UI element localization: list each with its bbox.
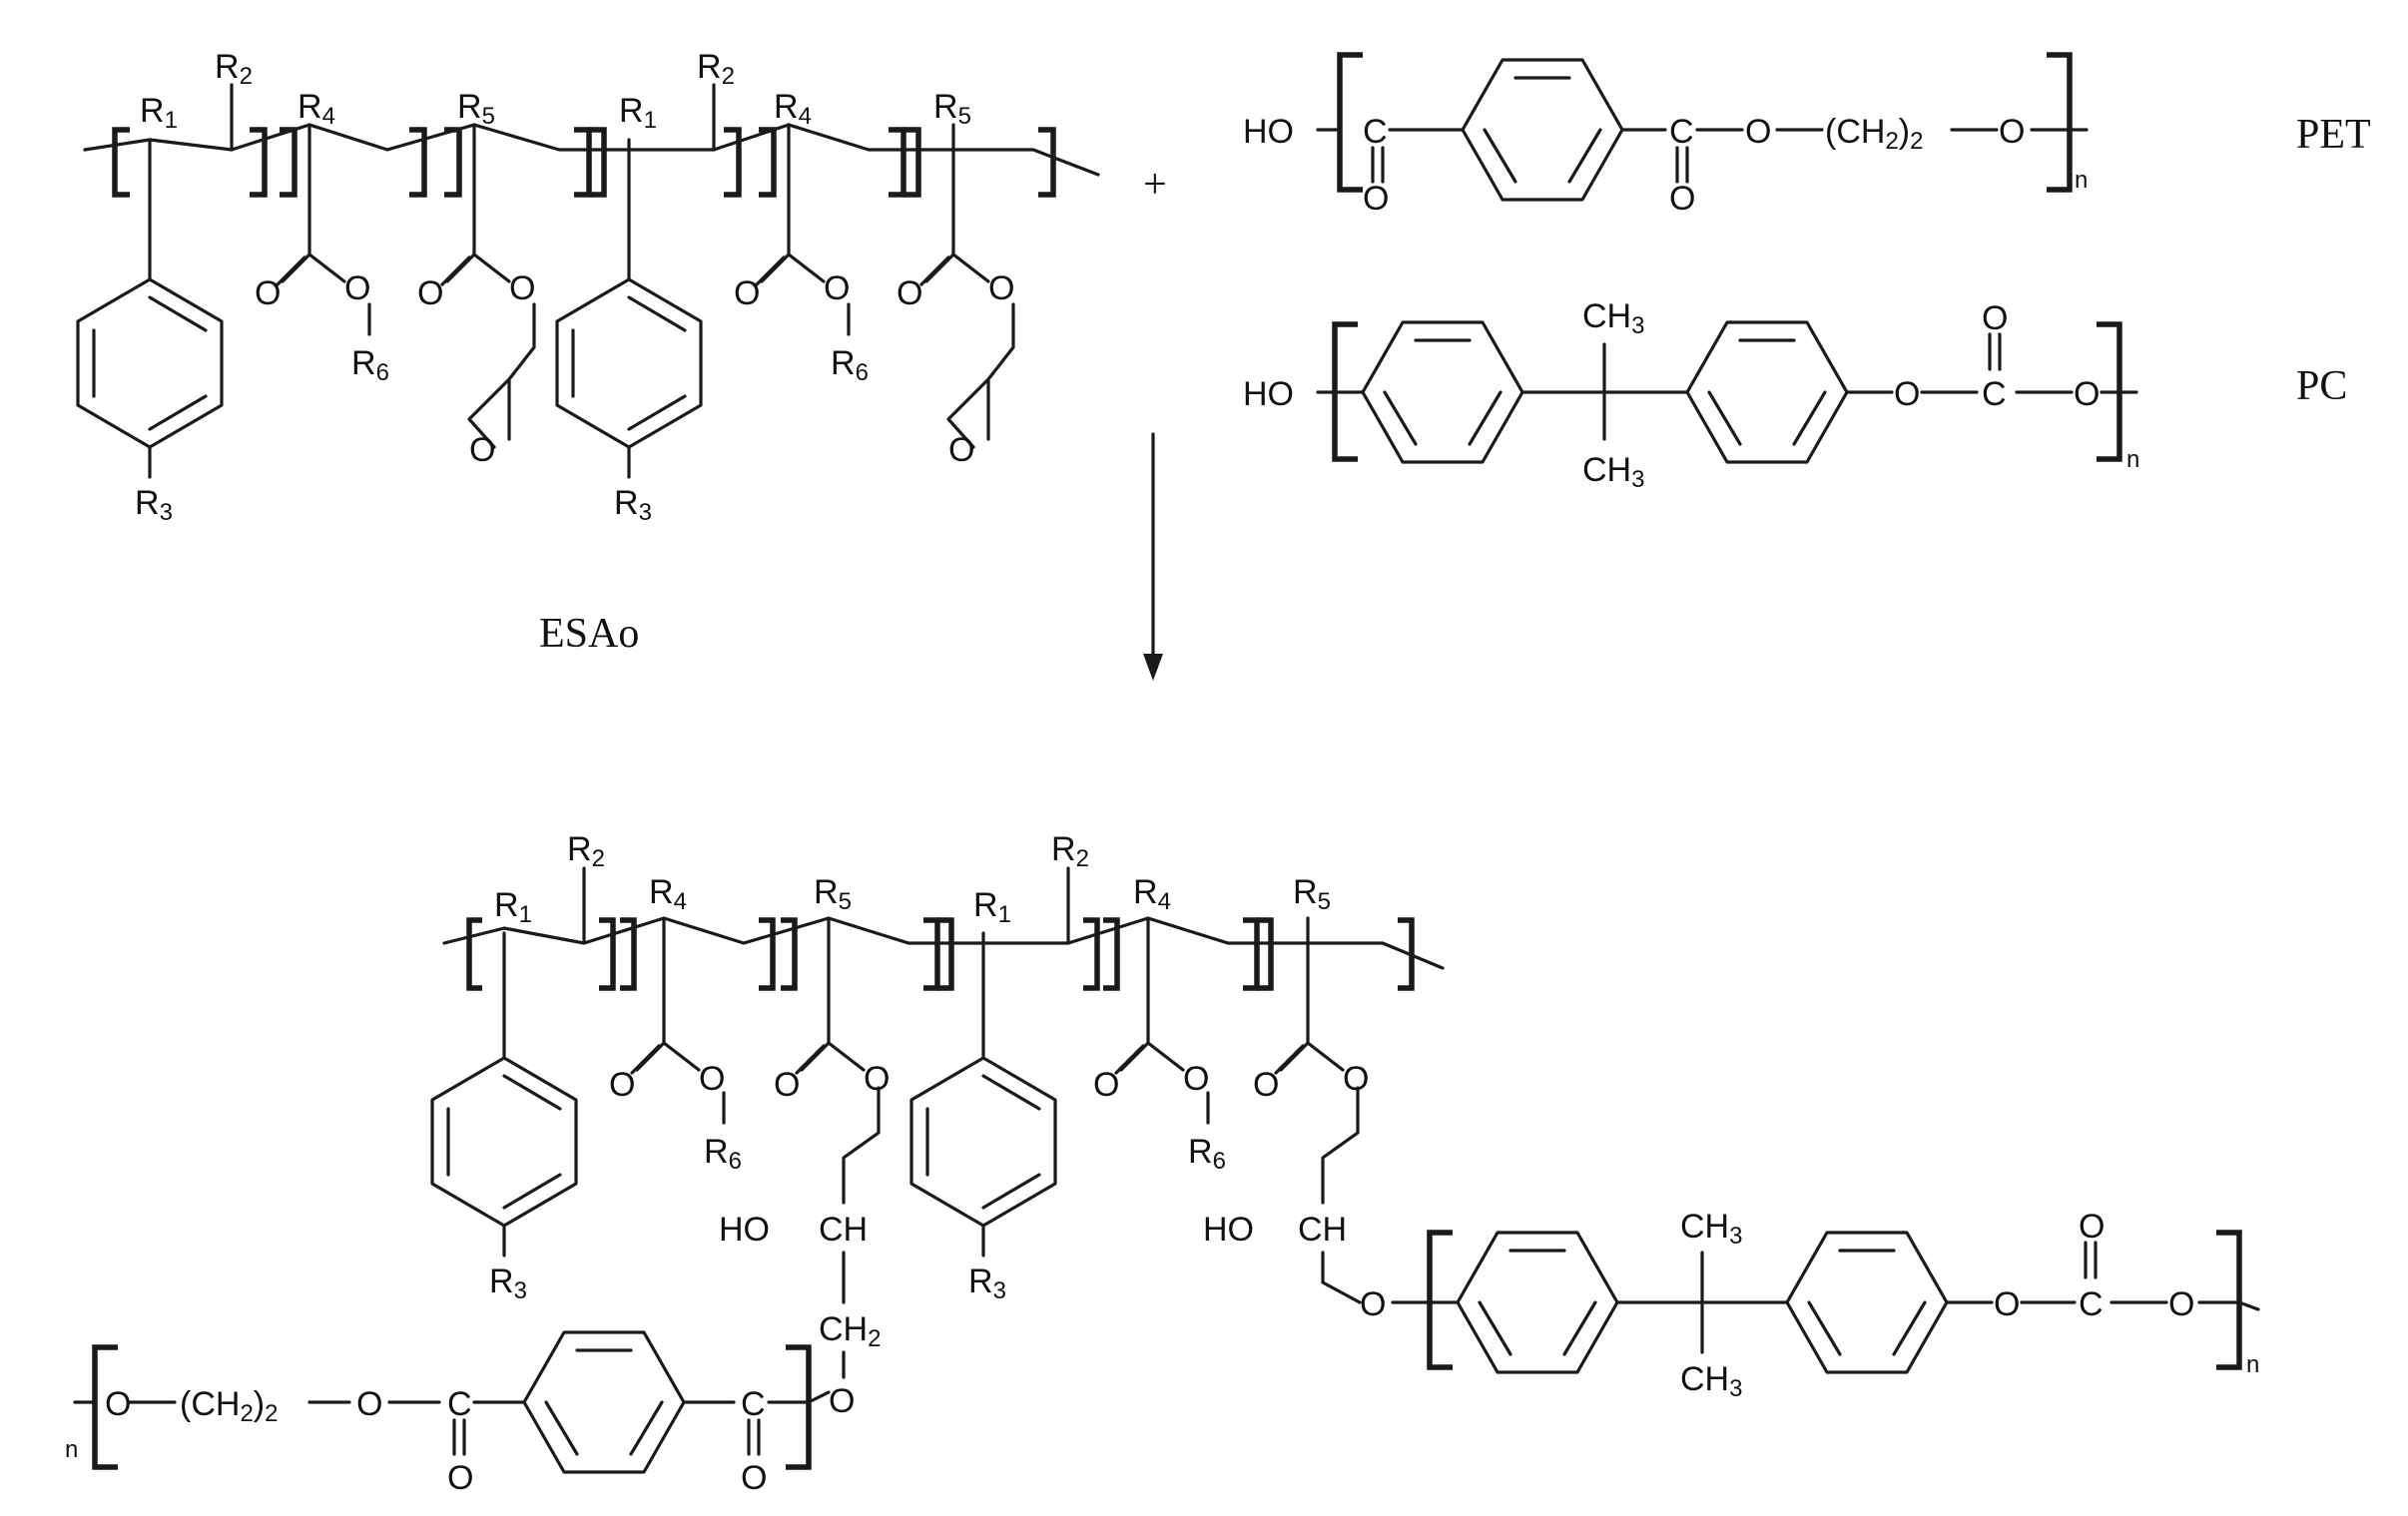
r6-label: R6 (831, 344, 869, 386)
ester-o-label: O (1343, 1060, 1369, 1098)
hydroxyl-label: HO (719, 1211, 770, 1249)
grafted-pc-carbonate-c-label: C (2079, 1285, 2104, 1323)
grafted-pet-ethylene-label: (CH2)2 (180, 1385, 278, 1427)
product-atoms: R1 R2 R4 R5 R1 R2 R4 R5 R3 R3 O O R6 O O… (489, 830, 1386, 1420)
ester-o-label: O (824, 269, 850, 307)
grafted-pet-carbonyl-c-label: C (447, 1385, 472, 1423)
r2-label: R2 (215, 48, 253, 90)
grafted-pet-carbonyl-c-label: C (741, 1385, 766, 1423)
carbonyl-o-label: O (1253, 1066, 1279, 1104)
grafted-pc-chain (1391, 1230, 2260, 1374)
pet-carbonyl-o-label: O (1669, 180, 1695, 218)
grafted-pet-carbonyl-o-label: O (741, 1459, 767, 1497)
linker-o-label: O (1360, 1285, 1386, 1323)
grafted-pc-methyl-label: CH3 (1680, 1208, 1742, 1250)
epoxide-o-label: O (948, 431, 974, 469)
grafted-pc-atoms: CH3 CH3 O C O O n (1680, 1208, 2259, 1402)
r3-label: R3 (135, 484, 173, 526)
methine-label: CH (1298, 1211, 1347, 1249)
esao-structure (76, 83, 1100, 479)
pc-carbonate-o-label: O (2074, 375, 2100, 413)
carbonyl-o-label: O (417, 274, 443, 312)
r6-label: R6 (704, 1133, 742, 1175)
pc-atoms: HO CH3 CH3 O C O O n (1243, 297, 2139, 493)
carbonyl-o-label: O (734, 274, 760, 312)
ester-o-label: O (864, 1060, 890, 1098)
methylene-label: CH2 (819, 1310, 881, 1352)
grafted-pet-n-label: n (65, 1436, 78, 1463)
r4-label: R4 (1133, 873, 1171, 915)
carbonyl-o-label: O (774, 1066, 800, 1104)
pet-carbonyl-o-label: O (1363, 180, 1389, 218)
pc-n-label: n (2126, 446, 2139, 473)
methine-label: CH (819, 1211, 868, 1249)
pet-n-label: n (2075, 167, 2088, 194)
pc-methyl-label: CH3 (1582, 451, 1644, 493)
pc-carbonate-c-label: C (1982, 375, 2007, 413)
r4-label: R4 (649, 873, 687, 915)
r5-label: R5 (814, 873, 852, 915)
grafted-pc-carbonyl-o-label: O (2079, 1208, 2105, 1246)
r3-label: R3 (968, 1263, 1006, 1304)
r6-label: R6 (351, 344, 389, 386)
pc-carbonate-o-label: O (1894, 375, 1920, 413)
carbonyl-o-label: O (255, 274, 281, 312)
pet-structure (1316, 52, 2089, 202)
pc-carbonyl-o-label: O (1982, 299, 2008, 337)
ester-o-label: O (699, 1060, 725, 1098)
grafted-pet-o-label: O (105, 1385, 131, 1423)
pet-carbonyl-c-label: C (1669, 113, 1694, 151)
r1-label: R1 (140, 92, 178, 134)
esao-atoms: R1 R2 R4 R5 R1 R2 R4 R5 R3 R3 O O R6 O O… (135, 48, 1014, 526)
r3-label: R3 (614, 484, 652, 526)
ester-o-label: O (344, 269, 370, 307)
linker-o-label: O (829, 1382, 855, 1420)
pc-methyl-label: CH3 (1582, 297, 1644, 339)
pc-label: PC (2296, 363, 2347, 409)
r3-label: R3 (489, 1263, 527, 1304)
ester-o-label: O (1183, 1060, 1209, 1098)
pet-ethylene-label: (CH2)2 (1825, 113, 1923, 155)
carbonyl-o-label: O (609, 1066, 635, 1104)
pet-carbonyl-c-label: C (1363, 113, 1388, 151)
grafted-pet-chain (73, 1330, 831, 1474)
pc-structure (1316, 320, 2138, 464)
plus-sign: + (1143, 162, 1167, 208)
r4-label: R4 (774, 88, 812, 130)
grafted-pc-carbonate-o-label: O (1994, 1285, 2020, 1323)
grafted-pc-carbonate-o-label: O (2168, 1285, 2194, 1323)
grafted-pc-n-label: n (2246, 1351, 2259, 1378)
pet-atoms: HO C O C O O (CH2)2 O n (1243, 113, 2088, 218)
pet-ester-o-label: O (1745, 113, 1771, 151)
r2-label: R2 (1051, 830, 1089, 872)
r6-label: R6 (1188, 1133, 1226, 1175)
hydroxyl-label: HO (1203, 1211, 1254, 1249)
r5-label: R5 (933, 88, 971, 130)
r2-label: R2 (697, 48, 735, 90)
r1-label: R1 (619, 92, 657, 134)
pet-ho-label: HO (1243, 113, 1294, 151)
epoxide-o-label: O (469, 431, 495, 469)
r2-label: R2 (567, 830, 605, 872)
reaction-arrow (1143, 432, 1163, 681)
pet-ester-o-label: O (1999, 113, 2025, 151)
ester-o-label: O (509, 269, 535, 307)
r5-label: R5 (457, 88, 495, 130)
ester-o-label: O (988, 269, 1014, 307)
r1-label: R1 (494, 886, 532, 928)
r4-label: R4 (298, 88, 335, 130)
carbonyl-o-label: O (1093, 1066, 1119, 1104)
product-backbone (430, 866, 1445, 1379)
grafted-pet-atoms: n O (CH2)2 O C O C O (65, 1385, 767, 1497)
grafted-pet-o-label: O (356, 1385, 382, 1423)
pc-ho-label: HO (1243, 375, 1294, 413)
grafted-pc-methyl-label: CH3 (1680, 1360, 1742, 1402)
grafted-pet-carbonyl-o-label: O (447, 1459, 473, 1497)
pet-label: PET (2296, 112, 2371, 158)
r5-label: R5 (1293, 873, 1331, 915)
esao-label: ESAo (539, 611, 639, 657)
r1-label: R1 (973, 886, 1011, 928)
carbonyl-o-label: O (897, 274, 922, 312)
